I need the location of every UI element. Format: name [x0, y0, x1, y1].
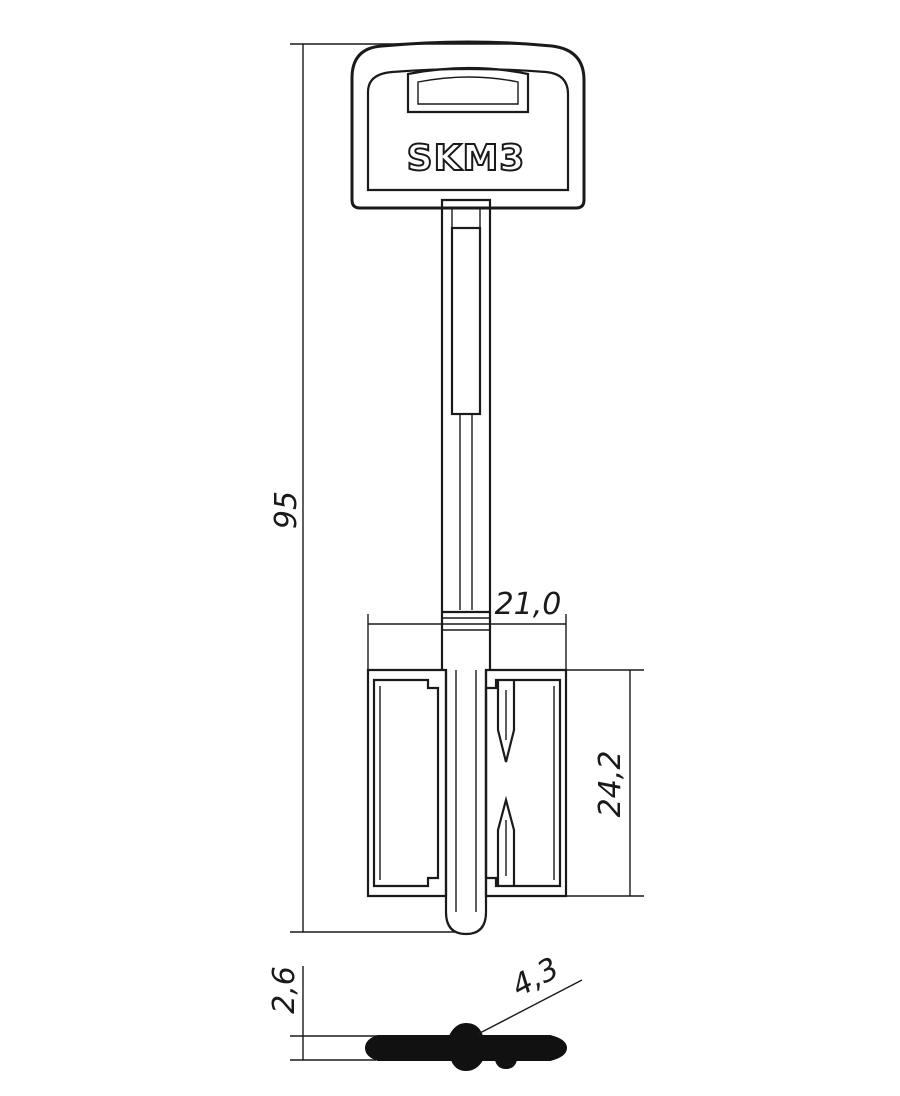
profile-width-label: 4,3: [506, 951, 565, 1004]
bit-height-dimension: 24,2: [566, 669, 644, 897]
bit-width-label: 21,0: [495, 587, 562, 622]
brand-label: SKM3: [407, 138, 526, 179]
bit-width-dimension: 21,0: [367, 587, 567, 670]
key-profile: 2,6 4,3: [267, 951, 583, 1072]
overall-length-dimension: 95: [269, 43, 535, 933]
key-head: SKM3: [350, 40, 586, 210]
profile-thickness-label: 2,6: [267, 966, 302, 1014]
key-shank: [440, 198, 492, 670]
overall-length-label: 95: [269, 491, 304, 529]
key-bit: [366, 668, 568, 936]
bit-height-label: 24,2: [593, 751, 628, 818]
